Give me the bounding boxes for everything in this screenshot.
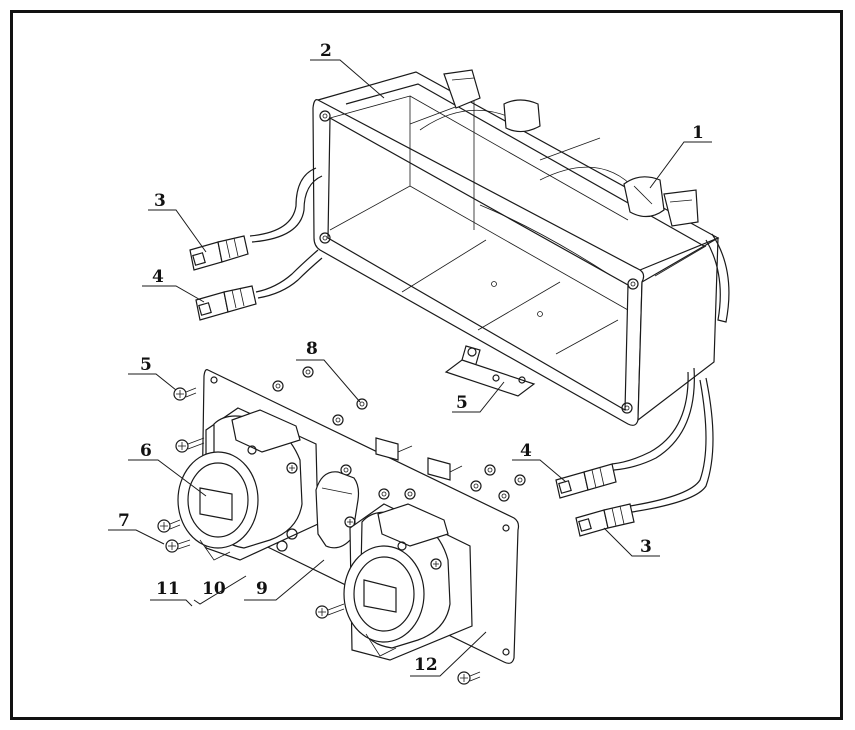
left-cable-connectors bbox=[189, 167, 323, 321]
callout-4-left: 4 bbox=[152, 267, 164, 287]
callout-1: 1 bbox=[692, 123, 704, 143]
callout-12: 12 bbox=[414, 655, 438, 675]
callout-7: 7 bbox=[118, 511, 130, 531]
callout-6: 6 bbox=[140, 441, 152, 461]
switch-cover bbox=[315, 471, 360, 549]
callout-8: 8 bbox=[306, 339, 318, 359]
drawing-border bbox=[10, 10, 843, 720]
callout-3-right: 3 bbox=[640, 537, 652, 557]
callout-9: 9 bbox=[256, 579, 268, 599]
mounting-bracket bbox=[444, 345, 536, 397]
callout-3-left: 3 bbox=[154, 191, 166, 211]
socket-left bbox=[177, 407, 319, 561]
socket-right bbox=[343, 503, 473, 661]
callout-5-bracket: 5 bbox=[456, 393, 468, 413]
enclosure-box bbox=[312, 69, 730, 426]
hardware-nuts bbox=[272, 366, 526, 502]
callout-2: 2 bbox=[320, 41, 332, 61]
callout-11: 11 bbox=[156, 579, 180, 599]
callout-10: 10 bbox=[202, 579, 226, 599]
leader-lines bbox=[108, 59, 712, 677]
callout-labels: 2 1 3 4 5 5 8 6 7 4 3 9 10 11 12 bbox=[118, 41, 704, 675]
callout-4-right: 4 bbox=[520, 441, 532, 461]
right-cable-connectors bbox=[555, 367, 714, 537]
callout-5-left: 5 bbox=[140, 355, 152, 375]
